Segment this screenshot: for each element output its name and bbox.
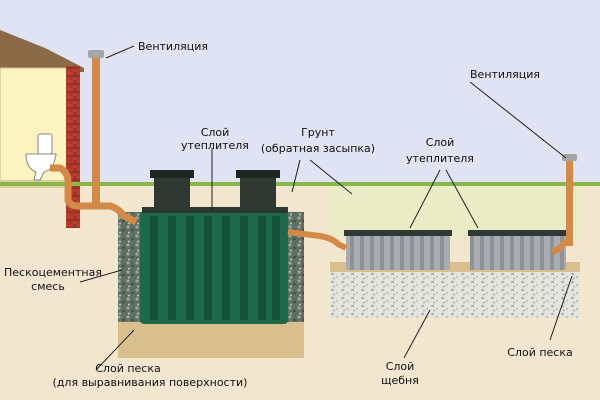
septic-tank xyxy=(140,212,288,324)
label-insulation-left-1: Слой xyxy=(201,126,230,139)
crushed-stone-bed xyxy=(330,270,580,318)
label-gravel-1: Слой xyxy=(386,360,415,373)
label-gravel-2: щебня xyxy=(381,374,419,387)
label-sand-left-2: (для выравнивания поверхности) xyxy=(53,376,248,389)
sand-bed-left xyxy=(118,322,304,358)
label-vent-right: Вентиляция xyxy=(470,68,540,81)
label-soil-2: (обратная засыпка) xyxy=(261,142,375,155)
label-sand-cement-2: смесь xyxy=(31,280,65,293)
label-sand-right: Слой песка xyxy=(507,346,572,359)
sky xyxy=(0,0,600,184)
label-insulation-right-1: Слой xyxy=(426,136,455,149)
label-sand-cement-1: Пескоцементная xyxy=(4,266,102,279)
label-vent-left: Вентиляция xyxy=(138,40,208,53)
infiltrator-right xyxy=(468,230,568,270)
infiltrator-left xyxy=(344,230,452,270)
grass-line xyxy=(0,182,600,186)
label-insulation-left-2: утеплителя xyxy=(181,139,249,152)
pipes xyxy=(50,50,577,255)
label-sand-left-1: Слой песка xyxy=(95,362,160,375)
tank-neck-right xyxy=(236,170,280,208)
backfill-soil xyxy=(330,186,582,238)
toilet-icon xyxy=(25,133,57,181)
tank-insulation xyxy=(142,207,288,213)
label-soil-1: Грунт xyxy=(301,126,335,139)
label-insulation-right-2: утеплителя xyxy=(406,152,474,165)
tank-neck-left xyxy=(150,170,194,208)
leader-lines xyxy=(79,45,573,371)
sand-layer-right xyxy=(330,262,580,272)
